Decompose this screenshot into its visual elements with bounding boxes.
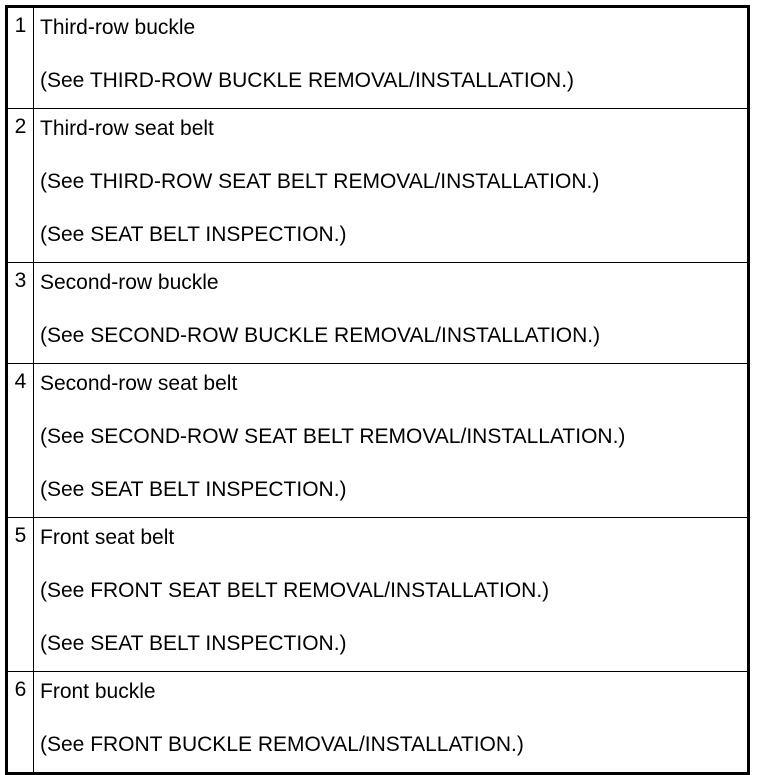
- row-description: Front seat belt (See FRONT SEAT BELT REM…: [33, 517, 747, 672]
- row-number: 4: [8, 363, 34, 518]
- table-row: 6 Front buckle (See FRONT BUCKLE REMOVAL…: [8, 671, 747, 772]
- reference-link[interactable]: (See FRONT SEAT BELT REMOVAL/INSTALLATIO…: [40, 579, 550, 602]
- reference-link[interactable]: (See SECOND-ROW BUCKLE REMOVAL/INSTALLAT…: [40, 324, 601, 347]
- row-number: 2: [8, 108, 34, 263]
- part-title: Second-row buckle: [40, 271, 219, 294]
- table-row: 3 Second-row buckle (See SECOND-ROW BUCK…: [8, 262, 747, 364]
- row-number: 1: [8, 8, 34, 109]
- reference-link[interactable]: (See SEAT BELT INSPECTION.): [40, 223, 347, 246]
- reference-link[interactable]: (See FRONT BUCKLE REMOVAL/INSTALLATION.): [40, 733, 524, 756]
- row-number: 3: [8, 262, 34, 364]
- table-row: 4 Second-row seat belt (See SECOND-ROW S…: [8, 363, 747, 518]
- row-description: Front buckle (See FRONT BUCKLE REMOVAL/I…: [33, 671, 747, 772]
- reference-link[interactable]: (See SECOND-ROW SEAT BELT REMOVAL/INSTAL…: [40, 425, 626, 448]
- parts-table-container: 1 Third-row buckle (See THIRD-ROW BUCKLE…: [5, 5, 750, 775]
- row-description: Second-row buckle (See SECOND-ROW BUCKLE…: [33, 262, 747, 364]
- part-title: Third-row buckle: [40, 16, 196, 39]
- row-description: Third-row seat belt (See THIRD-ROW SEAT …: [33, 108, 747, 263]
- table-row: 5 Front seat belt (See FRONT SEAT BELT R…: [8, 517, 747, 672]
- reference-link[interactable]: (See SEAT BELT INSPECTION.): [40, 632, 347, 655]
- part-title: Front buckle: [40, 680, 156, 703]
- row-number: 6: [8, 671, 34, 772]
- reference-link[interactable]: (See THIRD-ROW SEAT BELT REMOVAL/INSTALL…: [40, 170, 600, 193]
- part-title: Second-row seat belt: [40, 372, 238, 395]
- parts-table: 1 Third-row buckle (See THIRD-ROW BUCKLE…: [8, 8, 747, 772]
- part-title: Front seat belt: [40, 526, 175, 549]
- part-title: Third-row seat belt: [40, 117, 214, 140]
- reference-link[interactable]: (See SEAT BELT INSPECTION.): [40, 478, 347, 501]
- row-description: Second-row seat belt (See SECOND-ROW SEA…: [33, 363, 747, 518]
- row-description: Third-row buckle (See THIRD-ROW BUCKLE R…: [34, 8, 748, 109]
- table-row: 1 Third-row buckle (See THIRD-ROW BUCKLE…: [8, 8, 747, 109]
- table-row: 2 Third-row seat belt (See THIRD-ROW SEA…: [8, 108, 747, 263]
- row-number: 5: [8, 517, 34, 672]
- reference-link[interactable]: (See THIRD-ROW BUCKLE REMOVAL/INSTALLATI…: [40, 69, 575, 92]
